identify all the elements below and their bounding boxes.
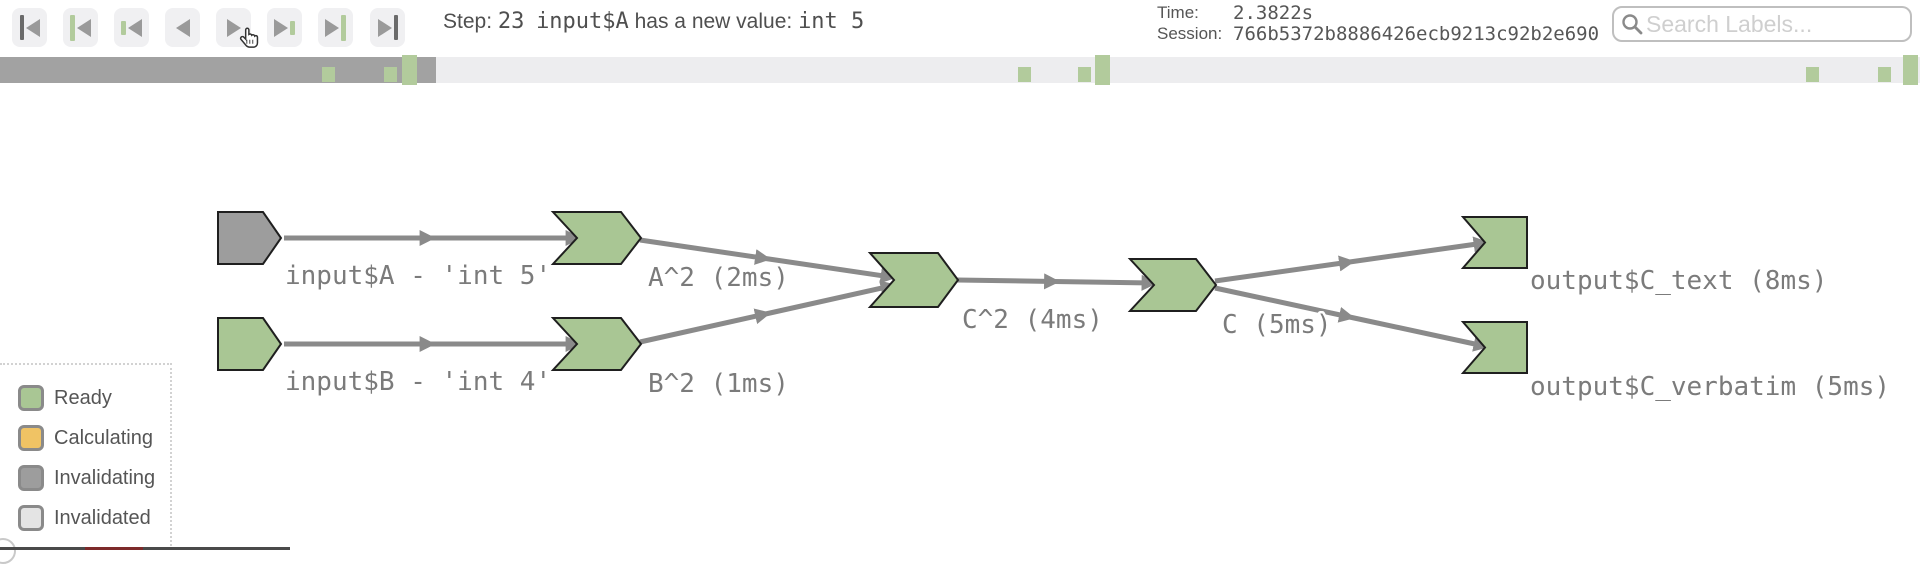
step-bar-icon: [121, 20, 126, 35]
edge-C-to-out-text: [1214, 236, 1490, 284]
legend-item-calculating: Calculating: [18, 423, 153, 453]
triangle-left-icon: [175, 18, 190, 37]
node-input-A[interactable]: [217, 211, 283, 265]
edge-C2-to-C: [956, 273, 1158, 291]
step-target: input$A: [536, 9, 629, 34]
jump-to-end-button[interactable]: [370, 8, 405, 47]
timeline-progress: [0, 57, 436, 83]
timeline-mark[interactable]: [322, 67, 335, 82]
step-bar-icon: [341, 14, 346, 41]
step-bar-icon: [393, 15, 398, 40]
jump-to-start-button[interactable]: [12, 8, 47, 47]
node-label-out-text[interactable]: output$C_text (8ms): [1528, 264, 1830, 299]
node-out-text[interactable]: [1460, 216, 1528, 269]
node-label-out-verbatim[interactable]: output$C_verbatim (5ms): [1528, 370, 1893, 405]
legend-item-invalidating: Invalidating: [18, 463, 155, 493]
legend-label: Invalidated: [54, 506, 151, 529]
labels-layer: input$A - 'int 5' input$B - 'int 4' A^2 (2…: [283, 259, 1893, 405]
node-out-verbatim[interactable]: [1460, 321, 1528, 374]
nodes-layer: [217, 211, 1528, 374]
node-label-B2[interactable]: B^2 (1ms): [646, 367, 792, 402]
search-input[interactable]: [1644, 9, 1904, 39]
legend-label: Ready: [54, 386, 112, 409]
node-input-B[interactable]: [217, 317, 283, 371]
session-label: Session:: [1157, 24, 1223, 43]
previous-mark-button[interactable]: [63, 8, 98, 47]
bottom-strip-red: [85, 547, 143, 550]
triangle-left-icon: [25, 18, 40, 37]
triangle-right-icon: [325, 18, 339, 37]
node-C2[interactable]: [867, 252, 960, 308]
previous-idle-button[interactable]: [114, 8, 149, 47]
next-idle-button[interactable]: [267, 8, 302, 47]
playback-toolbar: [0, 0, 1920, 55]
search-icon: [1622, 14, 1643, 35]
bottom-strip: [0, 547, 85, 550]
node-label-input-B[interactable]: input$B - 'int 4': [283, 365, 554, 400]
triangle-right-icon: [274, 18, 288, 37]
time-label: Time:: [1157, 3, 1199, 22]
invalidating-swatch-icon: [18, 465, 44, 491]
timeline-mark[interactable]: [1078, 67, 1091, 82]
session-info: Time: 2.3822s Session: 766b5372b8886426e…: [1157, 3, 1607, 45]
step-value: int 5: [798, 9, 865, 34]
node-label-C[interactable]: C (5ms): [1220, 308, 1335, 343]
triangle-right-icon: [226, 18, 241, 37]
timeline-mark[interactable]: [1806, 67, 1819, 82]
step-status: Step: 23 input$A has a new value: int 5: [443, 9, 864, 39]
previous-step-button[interactable]: [165, 8, 200, 47]
edge-B2-to-C2: [639, 280, 897, 345]
legend-label: Calculating: [54, 426, 153, 449]
step-label: Step:: [443, 10, 493, 33]
triangle-right-icon: [377, 18, 392, 37]
node-C[interactable]: [1127, 258, 1218, 312]
step-number: 23: [497, 9, 525, 34]
step-text: has a new value:: [628, 10, 799, 33]
node-label-input-A[interactable]: input$A - 'int 5': [283, 259, 554, 294]
bottom-strip: [143, 547, 290, 550]
invalidated-swatch-icon: [18, 505, 44, 531]
triangle-left-icon: [128, 18, 142, 37]
timeline-mark[interactable]: [1018, 67, 1031, 82]
timeline-mark[interactable]: [1878, 67, 1891, 82]
triangle-left-icon: [77, 18, 91, 37]
timeline-mark[interactable]: [1095, 55, 1110, 85]
node-B2[interactable]: [550, 317, 643, 371]
step-bar-icon: [290, 20, 295, 35]
search-labels-box[interactable]: [1612, 6, 1912, 42]
timeline-mark[interactable]: [1903, 55, 1918, 85]
next-mark-button[interactable]: [318, 8, 353, 47]
timeline-mark[interactable]: [402, 55, 417, 85]
legend-item-ready: Ready: [18, 383, 112, 413]
step-bar-icon: [70, 14, 75, 41]
session-value: 766b5372b8886426ecb9213c92b2e690: [1233, 23, 1600, 45]
time-value: 2.3822s: [1233, 2, 1314, 24]
node-label-A2[interactable]: A^2 (2ms): [646, 261, 792, 296]
node-A2[interactable]: [550, 211, 643, 265]
calculating-swatch-icon: [18, 425, 44, 451]
legend-item-invalidated: Invalidated: [18, 503, 151, 533]
step-bar-icon: [19, 15, 24, 40]
node-label-C2[interactable]: C^2 (4ms): [960, 303, 1106, 338]
timeline-track[interactable]: [0, 55, 1920, 85]
ready-swatch-icon: [18, 385, 44, 411]
timeline-mark[interactable]: [384, 67, 397, 82]
cursor-pointer: [239, 27, 259, 48]
legend-label: Invalidating: [54, 466, 156, 489]
